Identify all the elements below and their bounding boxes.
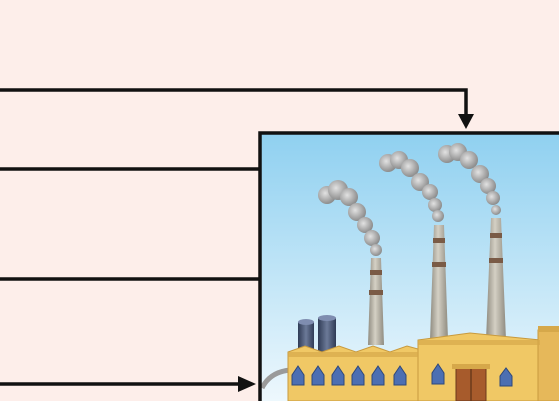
chimney-icon — [368, 218, 506, 345]
connector-bottom — [0, 376, 256, 392]
factory-icon — [287, 326, 559, 401]
door — [452, 364, 490, 401]
window-row — [291, 363, 513, 387]
factory-illustration — [258, 131, 559, 401]
storage-tank-icon — [298, 315, 336, 354]
panel-border — [258, 131, 559, 401]
pipe — [259, 367, 291, 390]
connector-top — [0, 88, 474, 129]
smoke-icon — [318, 143, 501, 256]
